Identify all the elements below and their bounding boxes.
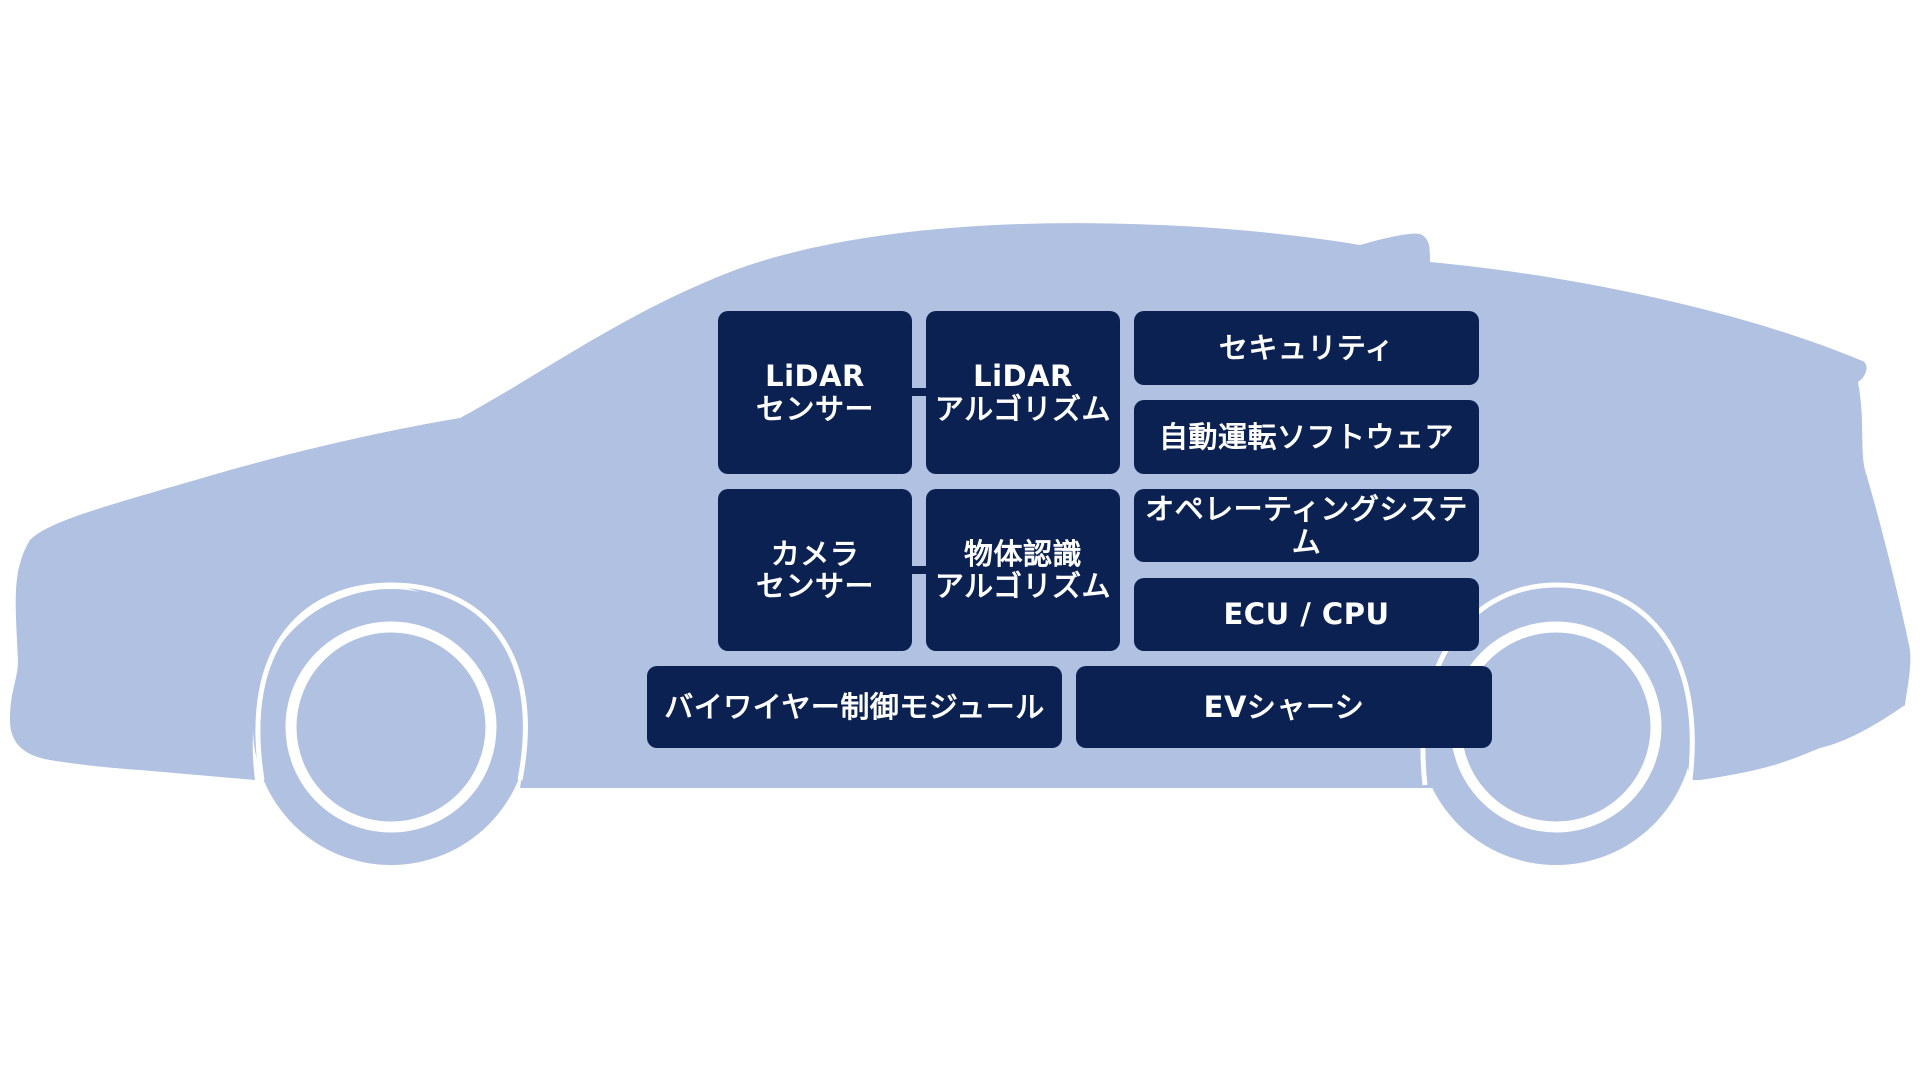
block-by-wire-label: バイワイヤー制御モジュール [664, 689, 1045, 724]
block-lidar-algorithm-label: LiDAR アルゴリズム [934, 359, 1112, 426]
block-ev-chassis: EVシャーシ [1076, 666, 1492, 748]
rear-wheel-arch [255, 582, 528, 781]
block-camera-sensor-label: カメラ センサー [755, 536, 874, 603]
block-lidar-sensor: LiDAR センサー [718, 311, 912, 474]
connector-lidar [911, 388, 927, 396]
block-camera-sensor: カメラ センサー [718, 489, 912, 651]
block-lidar-algorithm: LiDAR アルゴリズム [926, 311, 1120, 474]
block-autonomous-driving-software: 自動運転ソフトウェア [1134, 400, 1479, 474]
block-security-label: セキュリティ [1218, 330, 1395, 365]
block-lidar-sensor-label: LiDAR センサー [755, 359, 874, 426]
block-ev-chassis-label: EVシャーシ [1203, 689, 1365, 724]
block-ecu-cpu: ECU / CPU [1134, 578, 1479, 651]
rear-wheel-ring [285, 621, 497, 833]
block-by-wire-control-module: バイワイヤー制御モジュール [647, 666, 1062, 748]
block-operating-system: オペレーティングシステム [1134, 489, 1479, 562]
block-security: セキュリティ [1134, 311, 1479, 385]
block-autonomous-driving-label: 自動運転ソフトウェア [1158, 419, 1454, 454]
block-ecu-cpu-label: ECU / CPU [1223, 597, 1390, 632]
block-object-recognition-algorithm: 物体認識 アルゴリズム [926, 489, 1120, 651]
block-object-recognition-label: 物体認識 アルゴリズム [934, 536, 1112, 603]
block-operating-system-label: オペレーティングシステム [1145, 492, 1468, 559]
connector-camera [911, 566, 927, 574]
